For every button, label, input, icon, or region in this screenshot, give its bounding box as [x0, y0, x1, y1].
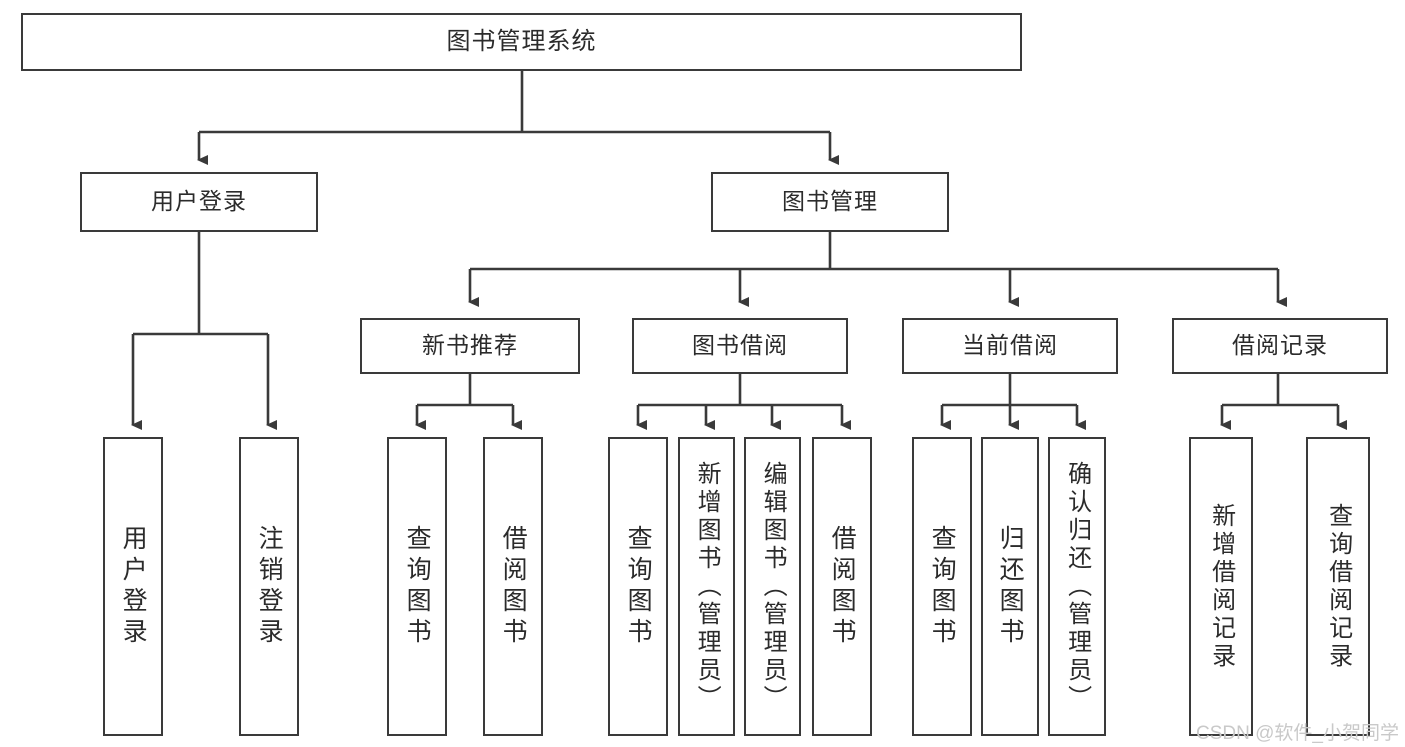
- node-new-book-recommend[interactable]: 新书推荐: [360, 318, 580, 374]
- leaf-query-record[interactable]: 查询借阅记录: [1306, 437, 1370, 736]
- leaf-user-login[interactable]: 用户登录: [103, 437, 163, 736]
- leaf-query-book-3[interactable]: 查询图书: [912, 437, 972, 736]
- csdn-watermark: CSDN @软件_小贺同学: [1196, 723, 1399, 744]
- node-user-login[interactable]: 用户登录: [80, 172, 318, 232]
- leaf-query-book-2[interactable]: 查询图书: [608, 437, 668, 736]
- leaf-confirm-return[interactable]: 确认归还（管理员）: [1048, 437, 1106, 736]
- leaf-return-book[interactable]: 归还图书: [981, 437, 1039, 736]
- node-current-borrow[interactable]: 当前借阅: [902, 318, 1118, 374]
- leaf-borrow-book-1[interactable]: 借阅图书: [483, 437, 543, 736]
- leaf-edit-book[interactable]: 编辑图书（管理员）: [744, 437, 801, 736]
- leaf-user-logout[interactable]: 注销登录: [239, 437, 299, 736]
- node-borrow-record[interactable]: 借阅记录: [1172, 318, 1388, 374]
- node-book-borrow[interactable]: 图书借阅: [632, 318, 848, 374]
- node-book-manage[interactable]: 图书管理: [711, 172, 949, 232]
- leaf-add-book[interactable]: 新增图书（管理员）: [678, 437, 735, 736]
- leaf-add-record[interactable]: 新增借阅记录: [1189, 437, 1253, 736]
- leaf-query-book-1[interactable]: 查询图书: [387, 437, 447, 736]
- leaf-borrow-book-2[interactable]: 借阅图书: [812, 437, 872, 736]
- node-root-title[interactable]: 图书管理系统: [21, 13, 1022, 71]
